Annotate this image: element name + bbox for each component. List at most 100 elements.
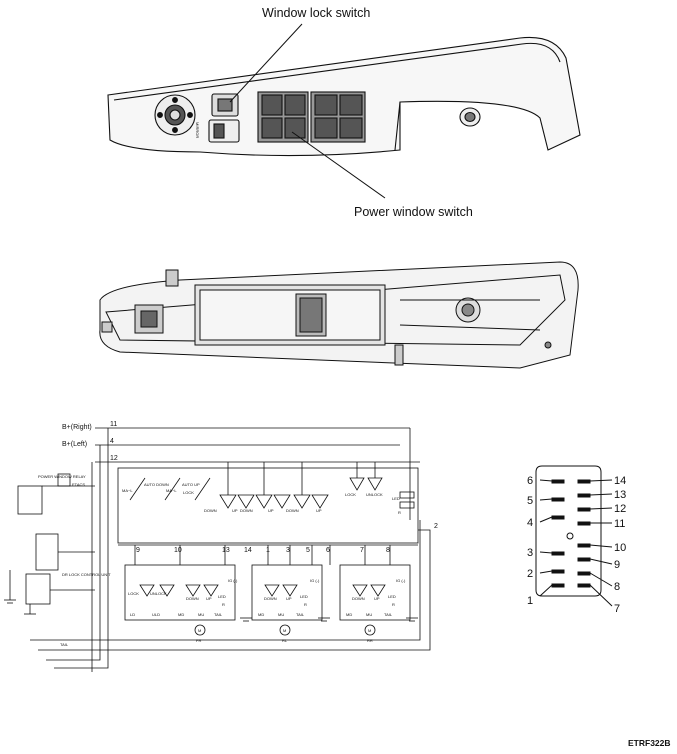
lower-unit-rl: DOWN UP LED R MD MU TAIL M RL: [258, 594, 308, 643]
unit-rr-led: LED: [388, 594, 396, 599]
unit-rr-pin-md: MD: [346, 612, 352, 617]
left-label-etacs: ETACS: [72, 482, 85, 487]
label-lock-right: LOCK: [345, 492, 356, 497]
connector-pin-4: 4: [527, 517, 533, 529]
unit-rl-r: R: [304, 602, 307, 607]
terminal-2: 2: [434, 523, 438, 530]
connector-pin-13: 13: [614, 489, 626, 501]
label-lock: LOCK: [183, 490, 194, 495]
unit-rl-name: RL: [282, 638, 288, 643]
unit-fr-pin-uld: ULD: [152, 612, 160, 617]
connector-pin-5: 5: [527, 495, 533, 507]
terminal-12: 12: [110, 455, 118, 462]
unit-fr-name: FR: [196, 638, 201, 643]
unit-fr-led: LED: [218, 594, 226, 599]
terminal-6: 6: [326, 547, 330, 554]
tail-label: TAIL: [60, 642, 69, 647]
connector-pin-1: 1: [527, 595, 533, 607]
left-label-pw-relay: POWER WINDOW RELAY: [38, 474, 86, 479]
terminal-1: 1: [266, 547, 270, 554]
supply-right-label: B+(Right): [62, 424, 92, 431]
unit-fr-pin-tail: TAIL: [214, 612, 223, 617]
unit-rr-motor: M: [368, 628, 371, 633]
label-up-3: UP: [316, 508, 322, 513]
left-label-dr-lock: DR LOCK CONTROL UNIT: [62, 572, 111, 577]
label-down-2: DOWN: [240, 508, 253, 513]
connector-pin-14: 14: [614, 475, 626, 487]
label-r: R: [398, 510, 401, 515]
unit-fr-pin-md: MD: [178, 612, 184, 617]
unit-rr-r: R: [392, 602, 395, 607]
label-down-1: DOWN: [204, 508, 217, 513]
terminal-9: 9: [136, 547, 140, 554]
connector-pin-8: 8: [614, 581, 620, 593]
wiring-schematic: [4, 427, 431, 672]
unit-rr-up: UP: [374, 596, 380, 601]
unit-rl-pin-md: MD: [258, 612, 264, 617]
terminal-numbers: 11 4 12 9 10 13 14 1 3 5 6 7 8 2: [110, 421, 438, 554]
ground-label-1: IG (-): [228, 578, 238, 583]
unit-fr-lock: LOCK: [128, 591, 139, 596]
unit-fr-unlock: UNLOCK: [150, 591, 167, 596]
label-up-1: UP: [232, 508, 238, 513]
window-lock-leader: [229, 23, 303, 103]
power-window-switch-callout: Power window switch: [354, 205, 473, 219]
ground-label-2: IG (-): [310, 578, 320, 583]
label-unlock-right: UNLOCK: [366, 492, 383, 497]
terminal-5: 5: [306, 547, 310, 554]
unit-rl-up: UP: [286, 596, 292, 601]
power-window-leader: [291, 131, 386, 199]
unit-rr-name: RR: [367, 638, 373, 643]
unit-rl-motor: M: [283, 628, 286, 633]
switch-panel-underside-view: [99, 261, 579, 369]
terminal-10: 10: [174, 547, 182, 554]
terminal-13: 13: [222, 547, 230, 554]
label-up-2: UP: [268, 508, 274, 513]
unit-rl-led: LED: [300, 594, 308, 599]
unit-fr-pin-ld: LD: [130, 612, 135, 617]
unit-fr-motor: M: [198, 628, 201, 633]
window-lock-switch-callout: Window lock switch: [262, 6, 371, 20]
lower-unit-rr: DOWN UP LED R MD MU TAIL M RR: [346, 594, 396, 643]
unit-rl-pin-mu: MU: [278, 612, 284, 617]
connector-left-pin-numbers: 6 5 4 3 2 1: [527, 475, 533, 607]
svg-text:MIRROR: MIRROR: [195, 122, 200, 138]
label-auto-up: AUTO UP: [182, 482, 200, 487]
unit-fr-down: DOWN: [186, 596, 199, 601]
unit-rr-pin-mu: MU: [366, 612, 372, 617]
unit-rr-pin-tail: TAIL: [384, 612, 393, 617]
unit-rl-pin-tail: TAIL: [296, 612, 305, 617]
connector-pin-12: 12: [614, 503, 626, 515]
label-manual-left: MA~L: [122, 488, 133, 493]
ground-label-3: IG (-): [396, 578, 406, 583]
connector-pin-9: 9: [614, 559, 620, 571]
unit-rr-down: DOWN: [352, 596, 365, 601]
unit-fr-r: R: [222, 602, 225, 607]
terminal-3: 3: [286, 547, 290, 554]
unit-fr-up: UP: [206, 596, 212, 601]
supply-left-label: B+(Left): [62, 441, 87, 448]
unit-rl-down: DOWN: [264, 596, 277, 601]
terminal-8: 8: [386, 547, 390, 554]
terminal-4: 4: [110, 438, 114, 445]
switch-panel-top-view: MIRROR: [107, 36, 581, 157]
label-manual-right: MA~L: [166, 488, 177, 493]
connector-pin-3: 3: [527, 547, 533, 559]
lower-unit-fr: LOCK UNLOCK DOWN UP LED R LD ULD MD MU T…: [128, 591, 226, 643]
reference-code: ETRF322B: [628, 738, 671, 748]
terminal-7: 7: [360, 547, 364, 554]
terminal-11: 11: [110, 421, 117, 428]
terminal-14: 14: [244, 547, 252, 554]
connector-face: [535, 465, 613, 607]
connector-right-pin-numbers: 14 13 12 11 10 9 8 7: [614, 475, 626, 615]
label-down-3: DOWN: [286, 508, 299, 513]
connector-pin-2: 2: [527, 568, 533, 580]
connector-pin-10: 10: [614, 542, 626, 554]
unit-fr-pin-mu: MU: [198, 612, 204, 617]
connector-pin-7: 7: [614, 603, 620, 615]
label-led: LED: [392, 496, 400, 501]
connector-pin-11: 11: [614, 518, 625, 530]
connector-pin-6: 6: [527, 475, 533, 487]
label-auto-down: AUTO DOWN: [144, 482, 169, 487]
